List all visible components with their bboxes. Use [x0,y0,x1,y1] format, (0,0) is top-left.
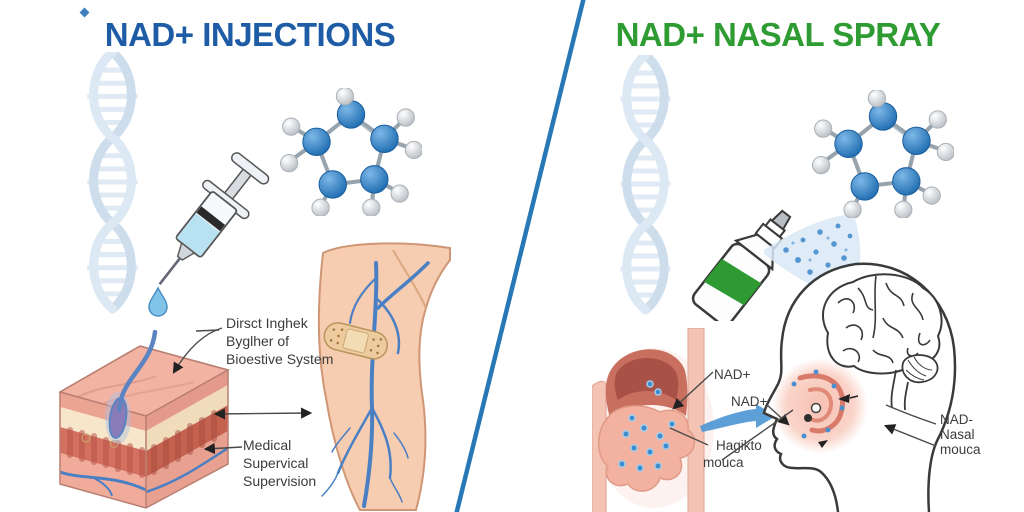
supervision-line3: Supervision [243,473,317,489]
nasal-mucosa-label: Hagikto mouca [703,437,762,471]
nasal-right-line1: NAD- [940,412,973,427]
right-panel-title: NAD+ NASAL SPRAY [615,16,941,53]
injection-route-line1: Dirsct Inghek [226,315,308,331]
nasal-mucosa-line2: mouca [703,455,744,470]
nasal-right-label: NAD- Nasal mouca [940,412,981,457]
divider-line [454,0,586,512]
injection-route-label: Dirsct Inghek Byglher of Bioestive Syste… [226,314,333,368]
nasal-right-line3: mouca [940,442,981,457]
nad-upper-label: NAD+ [714,367,751,382]
molecule-icon [812,90,954,218]
nasal-mucosa-line1: Hagikto [716,438,762,453]
skin-cross-section-illustration [58,330,230,509]
head-profile-illustration [762,262,957,512]
syringe-icon [148,152,270,317]
nad-lower-label: NAD+ [731,394,768,409]
supervision-line2: Supervical [243,455,309,471]
supervision-label: Medical Supervical Supervision [243,436,316,490]
molecule-icon [280,88,422,216]
left-panel-title: NAD+ INJECTIONS [104,16,396,53]
injection-route-line2: Byglher of [226,333,290,349]
injection-route-line3: Bioestive System [226,351,334,367]
nasal-right-line2: Nasal [940,427,975,442]
supervision-line1: Medical [243,437,292,453]
dna-helix-icon [620,55,671,315]
arm-illustration [317,242,451,511]
dna-helix-icon [87,52,138,314]
